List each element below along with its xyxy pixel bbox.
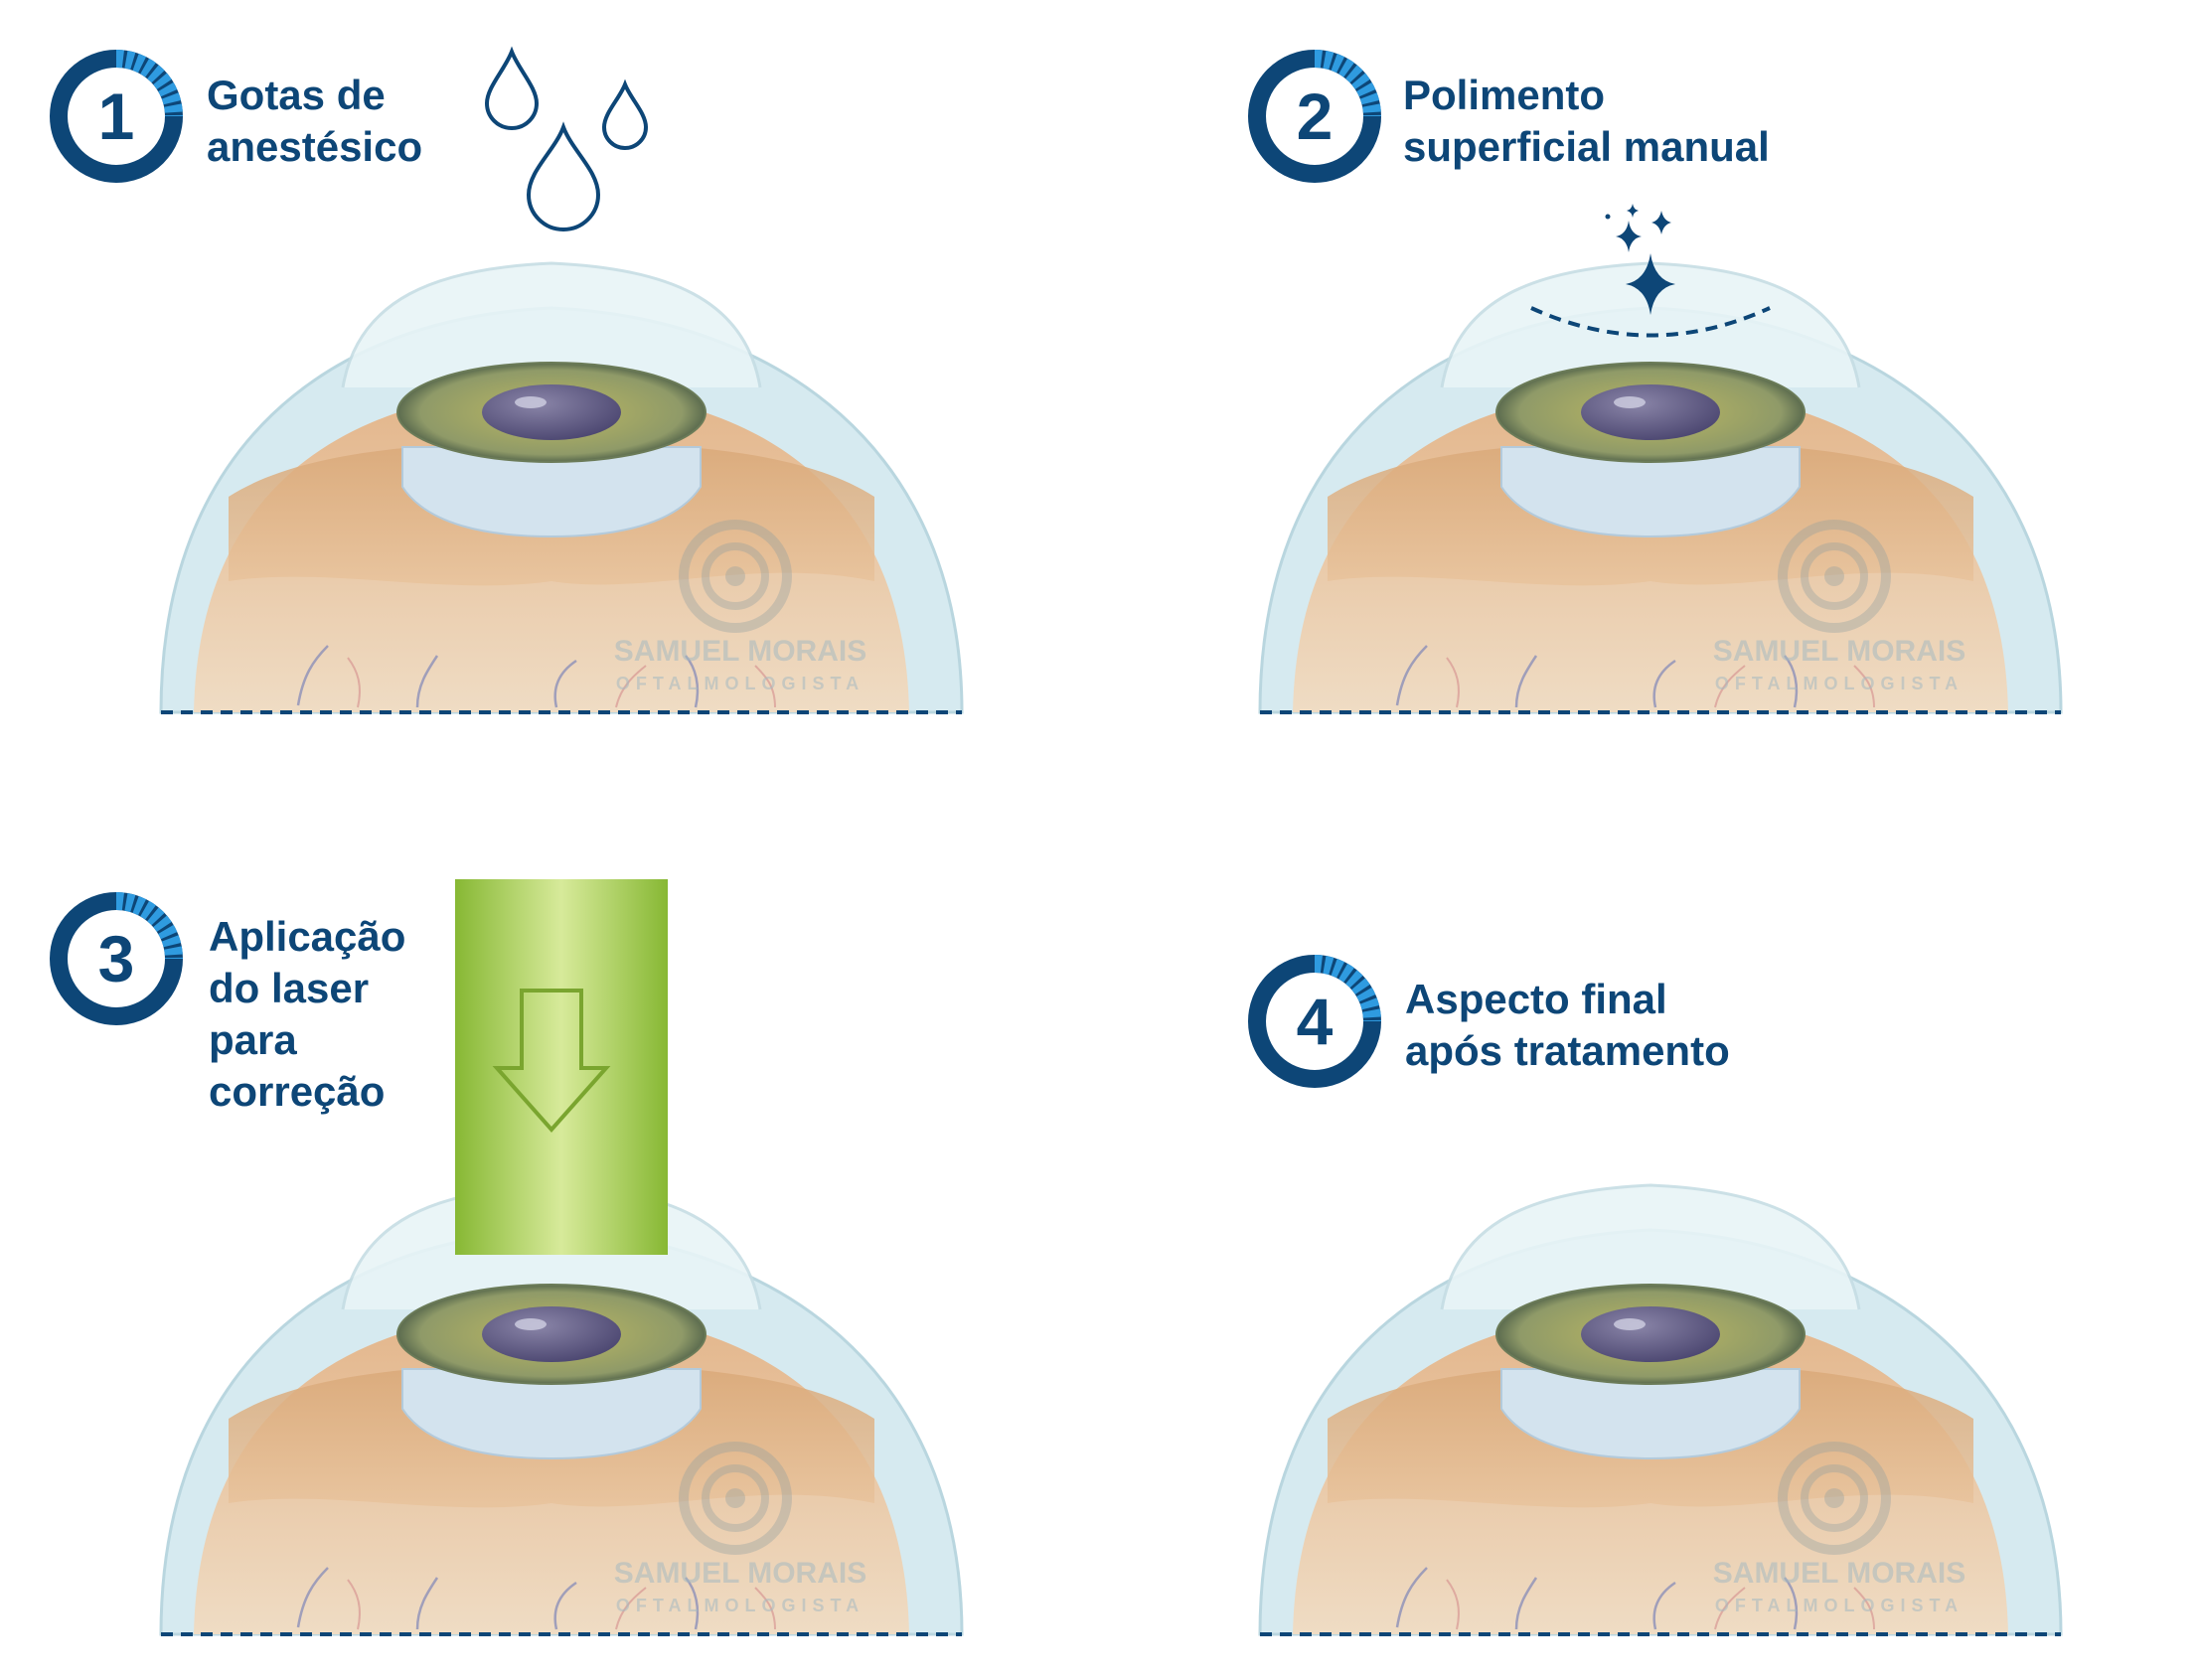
step-title: Gotas de anestésico — [207, 72, 423, 170]
watermark-logo — [1778, 520, 1891, 633]
watermark-subtitle: OFTALMOLOGISTA — [616, 674, 864, 693]
eye-cross-section — [1258, 1183, 2063, 1636]
eye-cross-section — [1258, 261, 2063, 714]
watermark-logo — [679, 1442, 792, 1555]
watermark-subtitle: OFTALMOLOGISTA — [616, 1596, 864, 1615]
step-title: Aplicação do laser para correção — [209, 913, 406, 1115]
eye-cross-section — [159, 261, 964, 714]
watermark-name: SAMUEL MORAIS — [614, 1557, 866, 1590]
step-2-panel: SAMUEL MORAIS OFTALMOLOGISTA 2 Polimento… — [1099, 0, 2198, 840]
eye-illustration: SAMUEL MORAIS OFTALMOLOGISTA — [159, 879, 964, 1636]
eye-illustration: SAMUEL MORAIS OFTALMOLOGISTA — [1258, 1183, 2063, 1636]
step-title: Aspecto final após tratamento — [1405, 976, 1730, 1074]
drop-icon — [484, 46, 540, 130]
step-number: 1 — [97, 79, 135, 153]
step-badge: 4 — [1240, 947, 1389, 1096]
step-badge: 2 — [1240, 42, 1389, 191]
step-title: Polimento superficial manual — [1403, 72, 1770, 170]
step-number: 3 — [97, 922, 135, 995]
sparkle-icon — [1605, 204, 1675, 315]
watermark-name: SAMUEL MORAIS — [1713, 1557, 1965, 1590]
eye-illustration: SAMUEL MORAIS OFTALMOLOGISTA — [159, 46, 964, 714]
step-4-panel: SAMUEL MORAIS OFTALMOLOGISTA 4 Aspecto f… — [1099, 840, 2198, 1679]
polish-arc-dashed — [1530, 306, 1771, 338]
arrow-down-icon — [492, 989, 611, 1134]
watermark-subtitle: OFTALMOLOGISTA — [1715, 1596, 1963, 1615]
watermark-name: SAMUEL MORAIS — [614, 635, 866, 668]
watermark-logo — [679, 520, 792, 633]
step-number: 4 — [1296, 985, 1334, 1058]
drop-icon — [526, 121, 601, 231]
eye-cross-section — [159, 1183, 964, 1636]
step-number: 2 — [1296, 79, 1334, 153]
drop-icon — [601, 78, 649, 150]
watermark-name: SAMUEL MORAIS — [1713, 635, 1965, 668]
watermark-subtitle: OFTALMOLOGISTA — [1715, 674, 1963, 693]
eye-illustration: SAMUEL MORAIS OFTALMOLOGISTA — [1258, 204, 2063, 714]
anesthetic-drops — [484, 46, 649, 231]
step-badge: 1 — [42, 42, 191, 191]
step-3-panel: SAMUEL MORAIS OFTALMOLOGISTA 3 Aplicação… — [0, 840, 1099, 1679]
step-1-panel: SAMUEL MORAIS OFTALMOLOGISTA 1 Gotas de … — [0, 0, 1099, 840]
step-badge: 3 — [42, 884, 191, 1033]
watermark-logo — [1778, 1442, 1891, 1555]
laser-beam — [455, 879, 668, 1255]
